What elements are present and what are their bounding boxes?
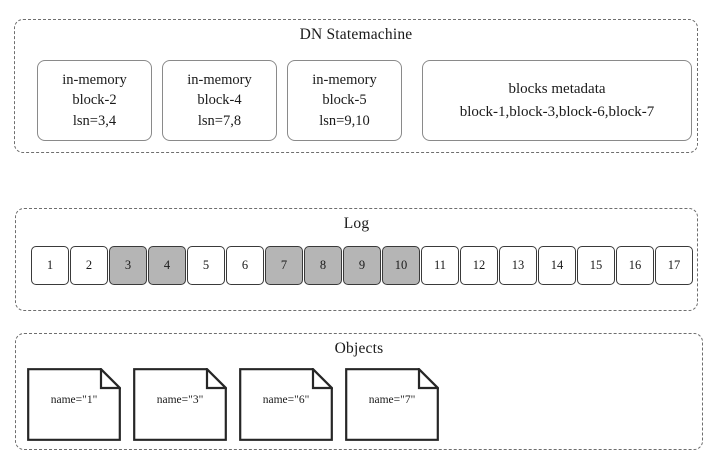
object-item-3[interactable]: name="7" [345,368,439,441]
log-cell-label: 17 [667,258,681,272]
log-cell-4[interactable]: 4 [148,246,186,285]
object-item-1[interactable]: name="3" [133,368,227,441]
log-cell-17[interactable]: 17 [655,246,693,285]
in-memory-block-1: in-memory block-4 lsn=7,8 [162,60,277,141]
object-item-label: name="7" [368,394,416,406]
log-cell-11[interactable]: 11 [421,246,459,285]
log-cell-7[interactable]: 7 [265,246,303,285]
log-cell-15[interactable]: 15 [577,246,615,285]
in-memory-block-2-line1: in-memory [312,71,377,88]
blocks-metadata-block: blocks metadata block-1,block-3,block-6,… [422,60,692,141]
objects-title: Objects [334,340,384,357]
log-cell-6[interactable]: 6 [226,246,264,285]
object-item-0[interactable]: name="1" [27,368,121,441]
dn-statemachine-panel: DN Statemachine in-memory block-2 lsn=3,… [14,19,698,153]
objects-panel: Objects name="1" name="3" name="6" name="7" [15,333,703,450]
in-memory-block-0-line3: lsn=3,4 [72,112,117,129]
in-memory-block-1-line3: lsn=7,8 [197,112,242,129]
log-cell-9[interactable]: 9 [343,246,381,285]
in-memory-block-0-line1: in-memory [62,71,127,88]
log-cell-16[interactable]: 16 [616,246,654,285]
log-cell-8[interactable]: 8 [304,246,342,285]
document-icon [133,368,227,441]
log-cell-5[interactable]: 5 [187,246,225,285]
in-memory-block-0-line2: block-2 [72,92,117,109]
object-item-2[interactable]: name="6" [239,368,333,441]
log-cell-2[interactable]: 2 [70,246,108,285]
log-cell-10[interactable]: 10 [382,246,420,285]
log-cell-label: 11 [433,258,447,272]
log-cell-label: 8 [319,258,327,272]
log-cell-label: 13 [511,258,525,272]
log-cell-14[interactable]: 14 [538,246,576,285]
log-cell-13[interactable]: 13 [499,246,537,285]
log-cell-1[interactable]: 1 [31,246,69,285]
log-cell-label: 1 [46,258,54,272]
object-item-label: name="1" [50,394,98,406]
in-memory-block-2-line2: block-5 [322,92,367,109]
objects-items-row: name="1" name="3" name="6" name="7" [27,368,451,441]
log-cell-label: 9 [358,258,366,272]
log-cell-label: 10 [394,258,408,272]
log-cell-label: 16 [628,258,642,272]
log-cell-label: 3 [124,258,132,272]
log-cell-label: 14 [550,258,564,272]
log-cell-label: 4 [163,258,171,272]
log-cell-label: 15 [589,258,603,272]
dn-statemachine-blocks-row: in-memory block-2 lsn=3,4 in-memory bloc… [26,60,692,141]
log-cell-label: 12 [472,258,486,272]
dn-statemachine-title: DN Statemachine [299,26,413,43]
log-cell-label: 6 [241,258,249,272]
log-cell-label: 7 [280,258,288,272]
log-title: Log [343,215,370,232]
in-memory-block-2-line3: lsn=9,10 [319,112,370,129]
document-icon [27,368,121,441]
in-memory-block-1-line1: in-memory [187,71,252,88]
log-cell-12[interactable]: 12 [460,246,498,285]
blocks-metadata-line1: blocks metadata [508,81,606,97]
blocks-metadata-line2: block-1,block-3,block-6,block-7 [459,103,655,120]
in-memory-block-1-line2: block-4 [197,92,242,109]
document-icon [345,368,439,441]
log-cell-label: 2 [85,258,93,272]
in-memory-block-2: in-memory block-5 lsn=9,10 [287,60,402,141]
object-item-label: name="3" [156,394,204,406]
log-cell-3[interactable]: 3 [109,246,147,285]
log-cell-label: 5 [202,258,210,272]
object-item-label: name="6" [262,394,310,406]
document-icon [239,368,333,441]
in-memory-block-0: in-memory block-2 lsn=3,4 [37,60,152,141]
